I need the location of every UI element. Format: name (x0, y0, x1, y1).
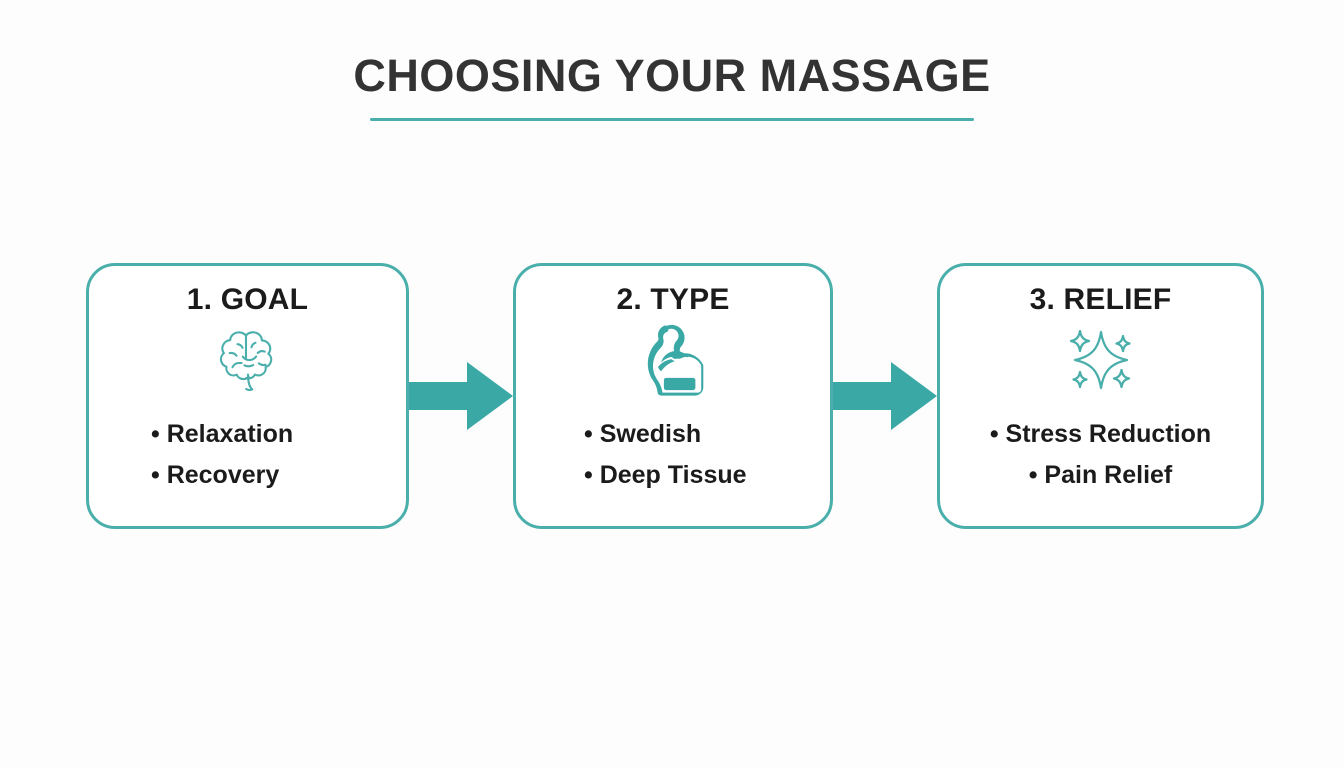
title-underline-divider (370, 118, 974, 122)
arrow-right-icon (833, 362, 937, 430)
list-item: • Relaxation (151, 420, 294, 448)
brain-icon (215, 322, 281, 400)
step-card-bullets: • Stress Reduction • Pain Relief (940, 414, 1261, 495)
page-header: CHOOSING YOUR MASSAGE (0, 50, 1344, 122)
step-card-title: 2. TYPE (616, 283, 730, 316)
step-card-title: 1. GOAL (186, 283, 309, 316)
list-item: • Deep Tissue (584, 460, 747, 489)
list-item: • Swedish (584, 420, 702, 448)
flexed-bicep-icon (639, 322, 707, 400)
page-title: CHOOSING YOUR MASSAGE (353, 50, 991, 101)
sparkles-icon (1063, 322, 1139, 400)
step-card-relief[interactable]: 3. RELIEF • Stress Reduction • Pain Reli… (937, 263, 1264, 529)
step-card-bullets: • Swedish • Deep Tissue (516, 414, 830, 495)
process-flow: 1. GOAL • Relaxation • Recovery (86, 263, 1264, 529)
step-card-title: 3. RELIEF (1029, 283, 1172, 316)
list-item: • Pain Relief (1028, 460, 1173, 489)
list-item: • Stress Reduction (989, 420, 1212, 448)
list-item: • Recovery (151, 460, 280, 489)
step-card-bullets: • Relaxation • Recovery (89, 414, 406, 495)
step-card-type[interactable]: 2. TYPE • Swedish • Deep Tissue (513, 263, 833, 529)
arrow-right-icon (409, 362, 513, 430)
step-card-goal[interactable]: 1. GOAL • Relaxation • Recovery (86, 263, 409, 529)
